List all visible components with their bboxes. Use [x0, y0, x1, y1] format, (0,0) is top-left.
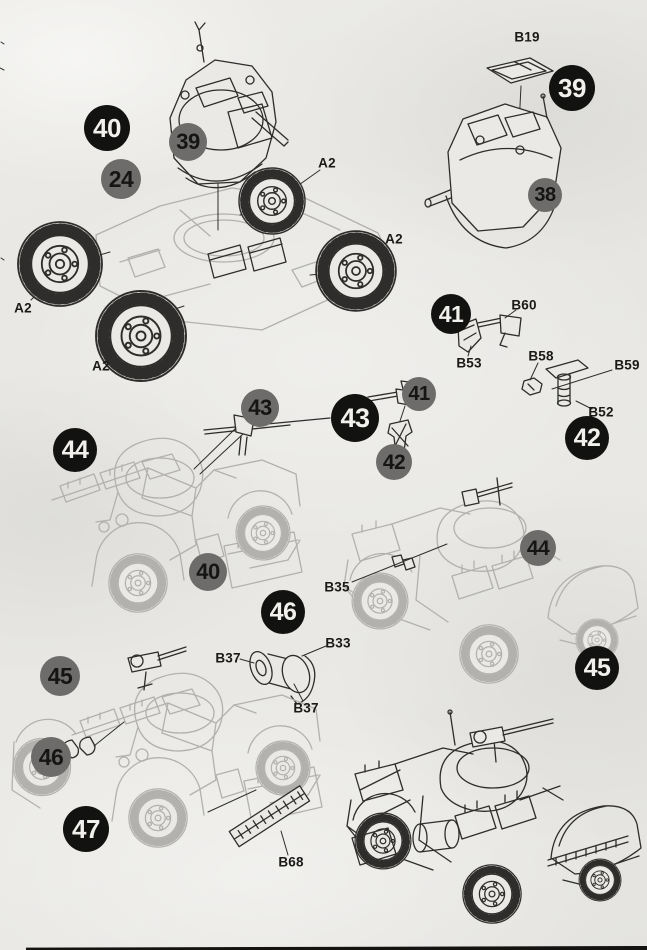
part-label-b60: B60 [511, 297, 537, 313]
vehicle-47-rear-fender [11, 718, 77, 809]
step-badge-43: 43 [331, 394, 379, 442]
scan-edge-shadow [25, 946, 647, 950]
step-badge-46-bottom: 46 [31, 737, 71, 777]
part-label-a2-left: A2 [14, 300, 32, 316]
step-badge-39-turret: 39 [169, 123, 207, 161]
step-badge-40-turret: 40 [84, 105, 130, 151]
step-badge-38: 38 [528, 178, 562, 212]
part-label-b68: B68 [278, 854, 304, 870]
part-label-a2-bottom: A2 [92, 358, 110, 374]
final-vehicle-drawing [347, 741, 641, 923]
part-label-b37-left: B37 [215, 650, 241, 666]
paper-specks [0, 41, 5, 261]
roller-46-parts-drawing [239, 645, 327, 705]
part-label-a2-right: A2 [385, 231, 403, 247]
step-badge-44: 44 [53, 428, 97, 472]
part-label-b19: B19 [514, 29, 540, 45]
sand-channel-b68-drawing [207, 785, 311, 856]
part-label-a2-top: A2 [318, 155, 336, 171]
step-badge-42: 42 [565, 416, 609, 460]
part-label-b53: B53 [456, 355, 482, 371]
step-badge-43-on-vehicle: 43 [241, 389, 279, 427]
vehicle-47-drawing [72, 673, 322, 847]
part-label-b35: B35 [324, 579, 350, 595]
step-badge-24-hull: 24 [101, 159, 141, 199]
step-badge-40-box: 40 [189, 553, 227, 591]
step-badge-45: 45 [575, 646, 619, 690]
part-label-b52: B52 [588, 404, 614, 420]
step-badge-42-sub: 42 [376, 444, 412, 480]
mount-42-parts-drawing [521, 359, 613, 410]
step-badge-47: 47 [63, 806, 109, 852]
aa-gun-47-drawing [127, 646, 187, 691]
step-badge-44-right: 44 [520, 530, 556, 566]
turret-39-drawing [169, 21, 289, 189]
step-badge-45-bottom: 45 [40, 656, 80, 696]
part-label-b33: B33 [325, 635, 351, 651]
part-label-b37-bottom: B37 [293, 700, 319, 716]
hull-24-assembly-drawing [18, 155, 396, 381]
step-badge-46: 46 [261, 590, 305, 634]
final-vehicle-details-drawing [351, 709, 629, 867]
step-badge-41: 41 [431, 294, 471, 334]
turret-38-39-drawing [424, 57, 562, 249]
step-badge-39-right: 39 [549, 65, 595, 111]
part-label-b58: B58 [528, 348, 554, 364]
step-badge-41-sub: 41 [402, 377, 436, 411]
vehicle-45-new-parts-drawing [351, 477, 513, 583]
part-label-b59: B59 [614, 357, 640, 373]
